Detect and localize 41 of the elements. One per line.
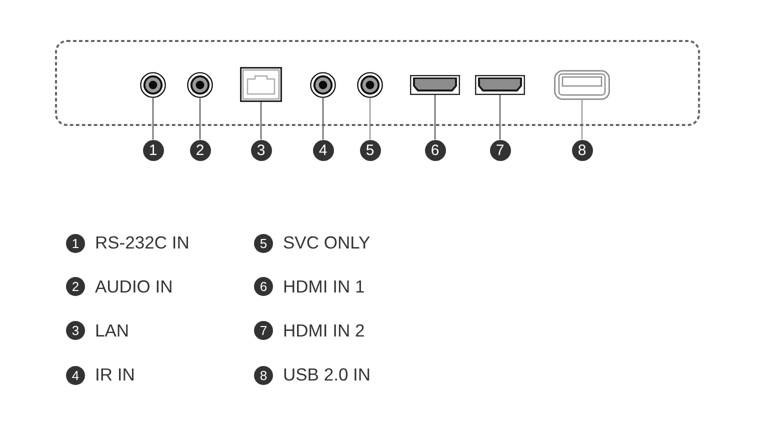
- round-jack-icon: [310, 72, 336, 98]
- leader-line: [322, 98, 324, 140]
- port-label: RS-232C IN: [95, 233, 190, 253]
- port-label: IR IN: [95, 365, 135, 385]
- port-label: HDMI IN 2: [283, 320, 365, 340]
- hdmi-port-icon: [475, 75, 525, 95]
- callout-number: 4: [66, 366, 85, 384]
- leader-line: [581, 100, 583, 140]
- callout-number: 8: [572, 140, 592, 160]
- dashed-panel: [55, 40, 700, 126]
- port-label: USB 2.0 IN: [283, 365, 371, 385]
- hdmi-port-icon: [410, 75, 460, 95]
- callout-number: 5: [254, 234, 273, 252]
- port-label: HDMI IN 1: [283, 276, 365, 296]
- leader-line: [369, 98, 371, 140]
- leader-line: [434, 95, 436, 140]
- callout-number: 1: [66, 234, 85, 252]
- port-label: SVC ONLY: [283, 233, 370, 253]
- callout-number: 4: [312, 140, 334, 160]
- callout-number: 6: [254, 277, 273, 296]
- round-jack-icon: [140, 72, 166, 98]
- callout-number: 6: [424, 140, 446, 160]
- callout-number: 7: [490, 140, 510, 160]
- round-jack-icon: [187, 72, 213, 98]
- callout-number: 8: [254, 366, 273, 384]
- usb-port-icon: [554, 70, 610, 100]
- callout-number: 1: [142, 140, 164, 160]
- callout-number: 2: [190, 140, 210, 160]
- callout-number: 2: [66, 277, 85, 296]
- leader-line: [199, 98, 201, 140]
- leader-line: [499, 95, 501, 140]
- port-label: AUDIO IN: [95, 276, 173, 296]
- port-label: LAN: [95, 320, 130, 340]
- callout-number: 3: [66, 321, 85, 340]
- leader-line: [260, 102, 262, 140]
- round-jack-icon: [357, 72, 383, 98]
- callout-number: 5: [360, 140, 380, 160]
- callout-number: 7: [254, 321, 273, 340]
- callout-number: 3: [250, 140, 272, 160]
- ethernet-port-icon: [240, 67, 282, 102]
- leader-line: [152, 98, 154, 140]
